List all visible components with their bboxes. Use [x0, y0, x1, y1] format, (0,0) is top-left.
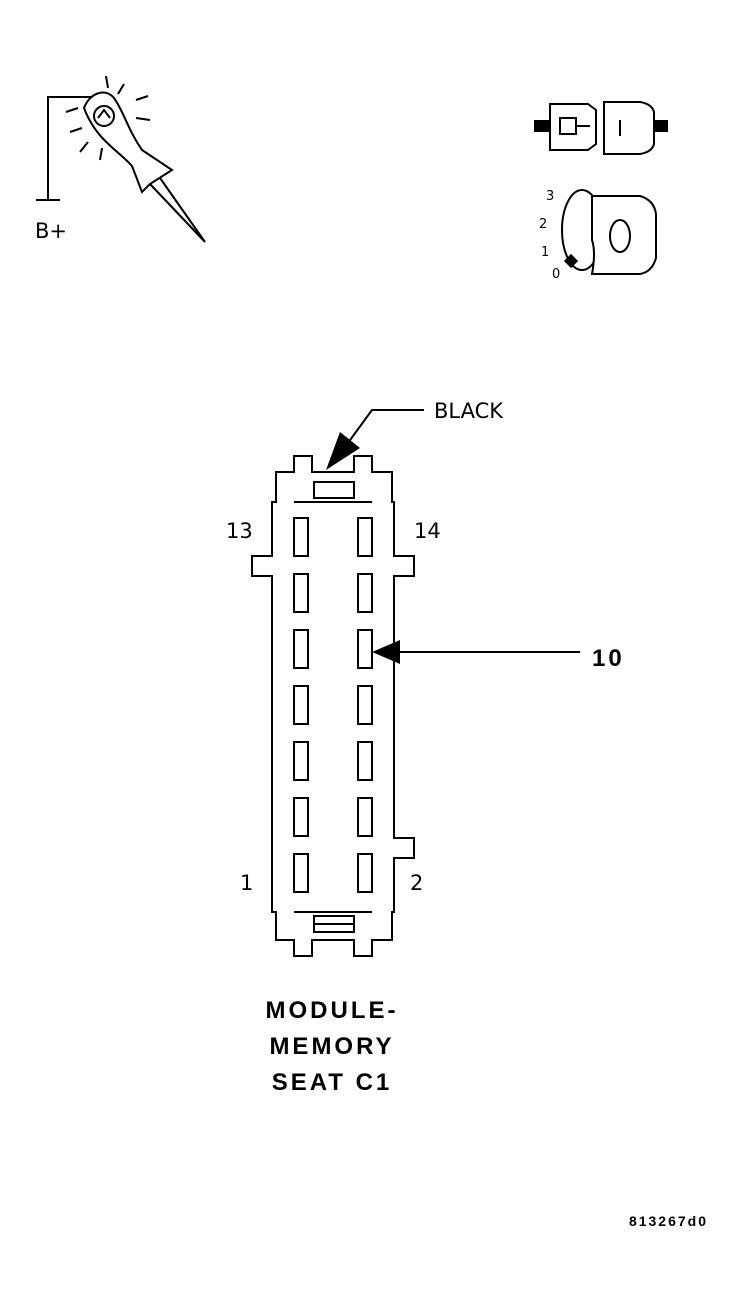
connector-cavity	[293, 685, 309, 725]
connector-cavity	[357, 685, 373, 725]
pin-label-1: 1	[240, 871, 253, 895]
connector-cavity	[357, 853, 373, 893]
color-leader-line	[326, 409, 424, 470]
connector-cavity	[293, 797, 309, 837]
ignition-position-0: 0	[552, 267, 560, 282]
pin-label-14: 14	[414, 519, 441, 543]
disconnected-connector-icon	[534, 101, 668, 155]
cavity-callout-number: 10	[592, 645, 625, 672]
connector-cavity	[357, 517, 373, 557]
connector-cavity	[357, 629, 373, 669]
connector-cavity	[357, 573, 373, 613]
connector-face	[251, 455, 415, 957]
connector-cavity	[357, 797, 373, 837]
supply-label: B+	[35, 219, 67, 243]
ignition-position-3: 3	[546, 189, 554, 204]
connector-name-line-1: MODULE-	[266, 997, 399, 1024]
pin-label-13: 13	[226, 519, 253, 543]
connector-color-label: BLACK	[434, 399, 504, 423]
ignition-position-1: 1	[541, 245, 549, 260]
connector-cavity	[293, 629, 309, 669]
connector-cavities	[293, 517, 373, 893]
connector-name-line-2: MEMORY	[269, 1033, 394, 1060]
connector-cavity	[293, 853, 309, 893]
connector-cavity	[293, 573, 309, 613]
pin-label-2: 2	[410, 871, 423, 895]
connector-cavity	[293, 741, 309, 781]
connector-cavity	[293, 517, 309, 557]
figure-id: 813267d0	[629, 1213, 708, 1229]
test-light-icon	[36, 75, 206, 243]
connector-name-line-3: SEAT C1	[272, 1069, 393, 1096]
ignition-position-2: 2	[539, 217, 547, 232]
ignition-key-icon	[561, 189, 657, 275]
connector-cavity	[357, 741, 373, 781]
cavity-callout-arrow	[372, 640, 580, 664]
